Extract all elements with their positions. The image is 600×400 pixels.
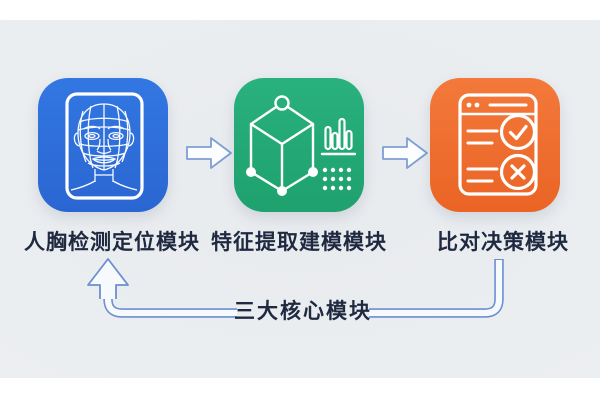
flow-arrow-icon bbox=[186, 137, 232, 169]
module-label-comparison-decision: 比对决策模块 bbox=[437, 231, 569, 254]
module-label-feature-extraction: 特征提取建模模块 bbox=[211, 231, 387, 254]
comparison-decision-module bbox=[430, 78, 560, 212]
loop-label: 三大核心模块 bbox=[234, 300, 372, 323]
feature-extraction-module bbox=[234, 78, 364, 212]
face-detection-module bbox=[38, 78, 168, 212]
module-label-face-detection: 人胸检测定位模块 bbox=[24, 231, 200, 254]
face-mesh-scan-icon bbox=[65, 92, 144, 200]
flow-arrow-icon bbox=[382, 137, 428, 169]
wireframe-cube-stats-icon bbox=[246, 95, 357, 196]
checklist-pass-fail-icon bbox=[458, 93, 538, 196]
